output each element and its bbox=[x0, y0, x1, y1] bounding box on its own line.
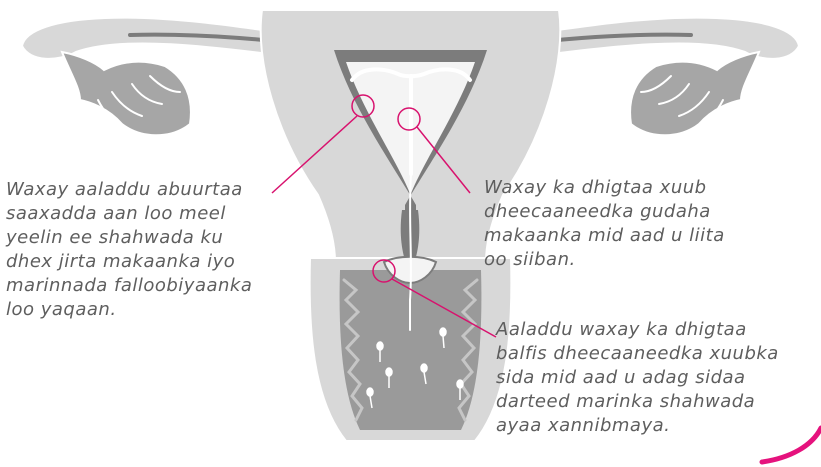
callout-bottom-line: balfis dheecaaneedka xuubka bbox=[496, 342, 779, 366]
callout-left-line: Waxay aaladdu abuurtaa bbox=[6, 178, 252, 202]
callout-bottom-line: darteed marinka shahwada bbox=[496, 390, 779, 414]
callout-left-line: dhex jirta makaanka iyo bbox=[6, 250, 252, 274]
callout-left-text: Waxay aaladdu abuurtaa saaxadda aan loo … bbox=[6, 178, 252, 322]
callout-right-line: oo siiban. bbox=[484, 248, 725, 272]
callout-left-line: saaxadda aan loo meel bbox=[6, 202, 252, 226]
callout-right-line: makaanka mid aad u liita bbox=[484, 224, 725, 248]
callout-left-line: yeelin ee shahwada ku bbox=[6, 226, 252, 250]
fimbria-right bbox=[630, 52, 759, 135]
callout-bottom-line: ayaa xannibmaya. bbox=[496, 414, 779, 438]
callout-right-text: Waxay ka dhigtaa xuub dheecaaneedka guda… bbox=[484, 176, 725, 272]
callout-bottom-line: sida mid aad u adag sidaa bbox=[496, 366, 779, 390]
callout-left-line: marinnada falloobiyaanka bbox=[6, 274, 252, 298]
callout-left-line: loo yaqaan. bbox=[6, 298, 252, 322]
fimbria-left bbox=[62, 52, 191, 135]
callout-bottom-text: Aaladdu waxay ka dhigtaa balfis dheecaan… bbox=[496, 318, 779, 438]
callout-right-line: Waxay ka dhigtaa xuub bbox=[484, 176, 725, 200]
callout-right-line: dheecaaneedka gudaha bbox=[484, 200, 725, 224]
callout-bottom-line: Aaladdu waxay ka dhigtaa bbox=[496, 318, 779, 342]
